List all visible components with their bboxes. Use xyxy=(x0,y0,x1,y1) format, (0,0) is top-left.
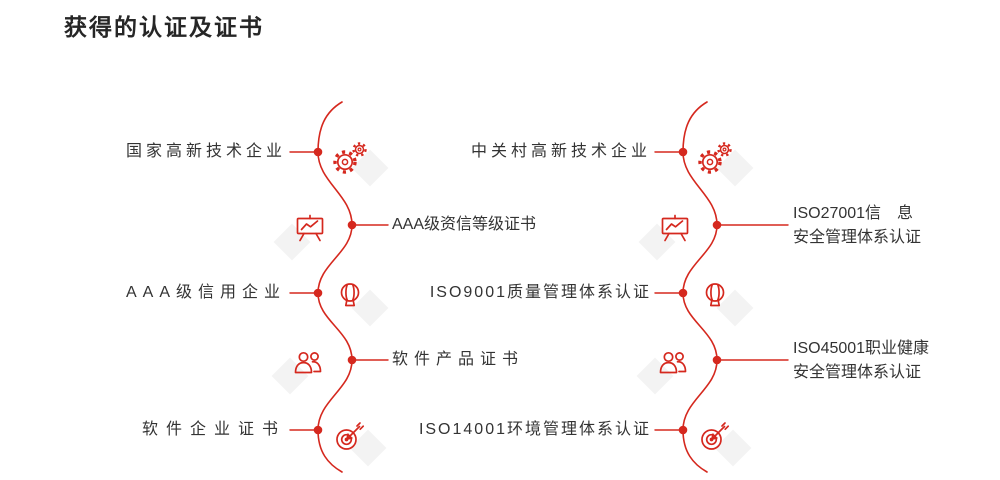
people-icon xyxy=(290,344,326,380)
label-iso45001-line1: ISO45001职业健康 xyxy=(793,340,930,357)
label-iso27001: ISO27001信 息 安全管理体系认证 xyxy=(793,202,921,250)
label-iso9001: ISO9001质量管理体系认证 xyxy=(429,284,651,301)
label-iso45001-line2: 安全管理体系认证 xyxy=(793,364,922,381)
lightbulb-icon xyxy=(332,278,368,314)
label-iso14001: ISO14001环境管理体系认证 xyxy=(418,421,651,438)
target-icon xyxy=(332,418,368,454)
label-aaa-credit-rating-certificate: AAA级资信等级证书 xyxy=(392,216,537,233)
presentation-chart-icon xyxy=(657,210,693,246)
timeline-dots xyxy=(313,147,722,435)
label-aaa-credit-enterprise: AAA级信用企业 xyxy=(125,284,286,301)
people-icon xyxy=(655,344,691,380)
label-software-enterprise-certificate: 软件企业证书 xyxy=(141,421,286,438)
label-iso27001-line1: ISO27001信 息 xyxy=(793,205,914,222)
label-national-high-tech-enterprise: 国家高新技术企业 xyxy=(125,143,286,160)
presentation-chart-icon xyxy=(292,210,328,246)
lightbulb-icon xyxy=(697,278,733,314)
gear-icon xyxy=(697,139,733,175)
label-software-product-certificate: 软件产品证书 xyxy=(392,351,525,368)
label-iso27001-line2: 安全管理体系认证 xyxy=(793,229,922,246)
label-iso45001: ISO45001职业健康 安全管理体系认证 xyxy=(793,337,929,385)
connector-lines xyxy=(289,151,789,431)
target-icon xyxy=(697,418,733,454)
page-title: 获得的认证及证书 xyxy=(64,14,264,40)
gear-icon xyxy=(332,139,368,175)
label-zhongguancun-high-tech-enterprise: 中关村高新技术企业 xyxy=(470,143,651,160)
